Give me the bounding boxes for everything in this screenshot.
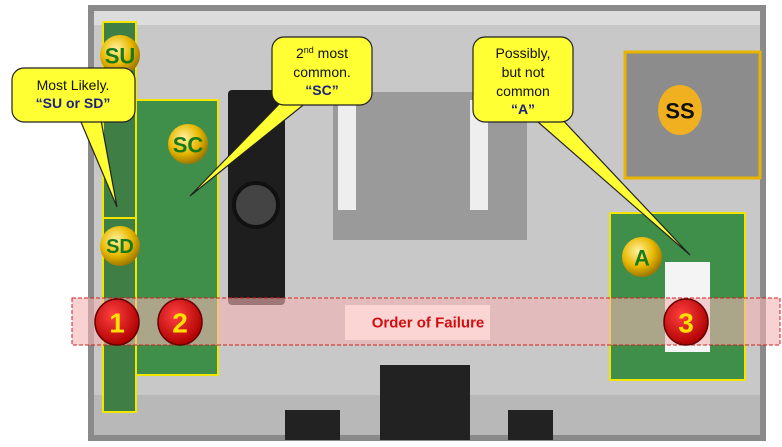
su-label: SU bbox=[100, 35, 140, 75]
top-rail bbox=[94, 11, 760, 25]
number-text: 3 bbox=[678, 308, 694, 339]
callout-text: Most Likely. bbox=[37, 77, 110, 93]
callout-text: “SU or SD” bbox=[36, 95, 111, 111]
callout-text: common. bbox=[293, 64, 351, 80]
failure-label-bg bbox=[345, 305, 490, 340]
connector-box bbox=[508, 410, 553, 440]
label-text: SU bbox=[105, 44, 136, 69]
a-label: A bbox=[622, 237, 662, 277]
number-text: 1 bbox=[109, 308, 125, 339]
label-text: A bbox=[634, 246, 650, 271]
heatsink bbox=[338, 100, 356, 210]
callout-most-likely: Most Likely. “SU or SD” bbox=[11, 67, 136, 208]
heatsink bbox=[470, 100, 488, 210]
connector-box bbox=[285, 410, 340, 440]
failure-order-label: Order of Failure bbox=[372, 315, 485, 332]
callout-text: “A” bbox=[511, 101, 535, 117]
label-text: SD bbox=[106, 236, 134, 258]
callout-text: Possibly, bbox=[496, 45, 551, 61]
sd-label: SD bbox=[100, 226, 140, 266]
callout-text: but not bbox=[502, 64, 545, 80]
callout-possibly: Possibly, but not common “A” bbox=[472, 36, 691, 256]
label-text: SS bbox=[665, 99, 694, 124]
failure-number-2: 2 bbox=[157, 298, 203, 346]
label-text: SC bbox=[173, 133, 204, 158]
speaker-cone bbox=[232, 181, 280, 229]
failure-number-3: 3 bbox=[663, 298, 709, 346]
callout-text: common bbox=[496, 83, 550, 99]
callout-text: 2nd most bbox=[296, 45, 348, 61]
number-text: 2 bbox=[172, 308, 188, 339]
stand-mount bbox=[380, 365, 470, 440]
sc-label: SC bbox=[168, 124, 208, 164]
failure-number-1: 1 bbox=[94, 298, 140, 346]
ss-label: SS bbox=[658, 85, 702, 135]
callout-text: “SC” bbox=[305, 82, 338, 98]
callout-second-most-common: 2nd most common. “SC” bbox=[189, 36, 373, 197]
